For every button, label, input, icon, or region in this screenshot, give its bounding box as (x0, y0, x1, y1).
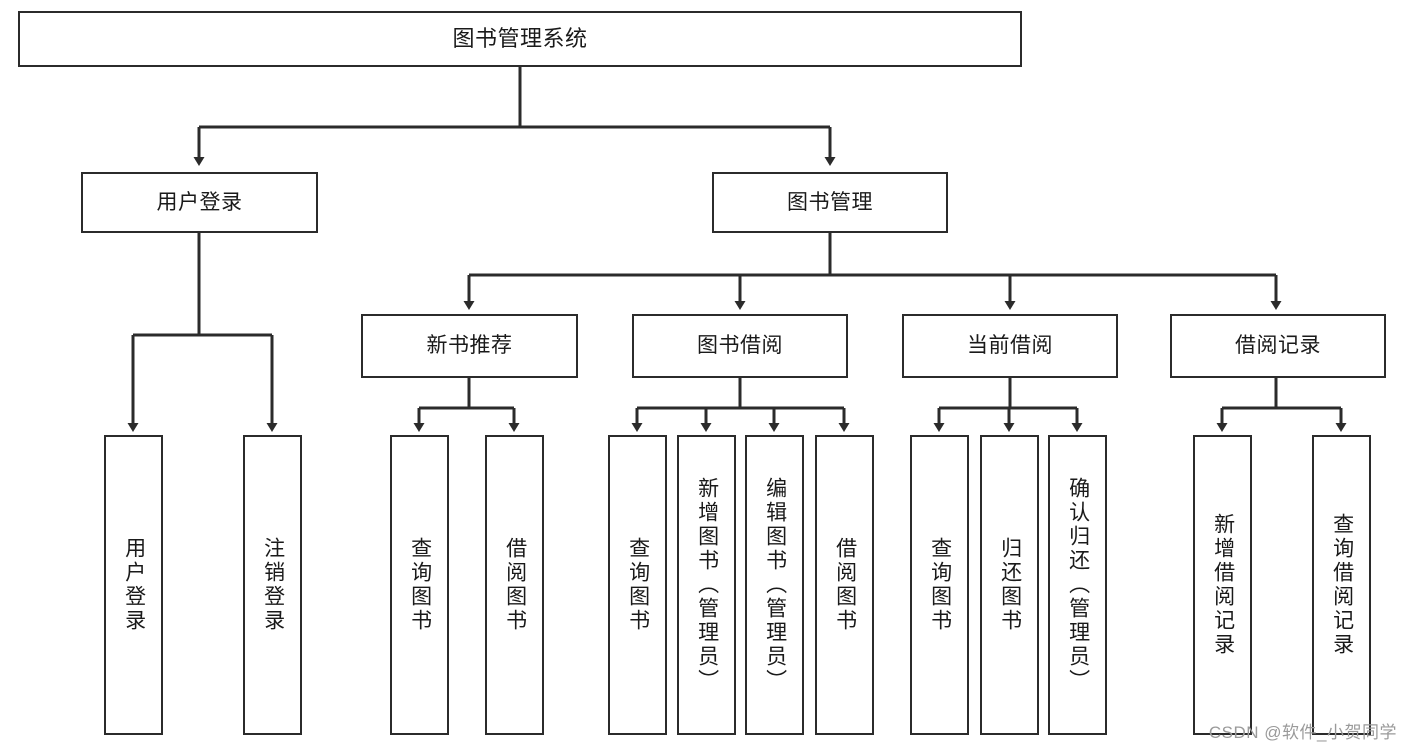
node-leaf-add-record-label: 新增借阅记录 (1211, 513, 1235, 657)
node-leaf-return-book-label: 归还图书 (998, 537, 1022, 633)
node-leaf-add-record[interactable]: 新增借阅记录 (1193, 435, 1252, 735)
node-root[interactable]: 图书管理系统 (18, 11, 1022, 67)
node-leaf-query-record[interactable]: 查询借阅记录 (1312, 435, 1371, 735)
node-leaf-return-book[interactable]: 归还图书 (980, 435, 1039, 735)
node-leaf-borrow-book-a-label: 借阅图书 (503, 537, 527, 633)
node-current-borrow-label: 当前借阅 (967, 334, 1053, 358)
node-leaf-query-record-label: 查询借阅记录 (1330, 513, 1354, 657)
node-book-borrow-label: 图书借阅 (697, 334, 783, 358)
node-leaf-confirm-return-label: 确认归还（管理员） (1066, 477, 1090, 693)
node-leaf-query-book-b[interactable]: 查询图书 (608, 435, 667, 735)
node-leaf-confirm-return[interactable]: 确认归还（管理员） (1048, 435, 1107, 735)
node-leaf-user-logout[interactable]: 注销登录 (243, 435, 302, 735)
node-leaf-query-book-a[interactable]: 查询图书 (390, 435, 449, 735)
node-new-book-rec[interactable]: 新书推荐 (361, 314, 578, 378)
node-leaf-edit-book[interactable]: 编辑图书（管理员） (745, 435, 804, 735)
node-user-login[interactable]: 用户登录 (81, 172, 318, 233)
node-leaf-user-login[interactable]: 用户登录 (104, 435, 163, 735)
node-leaf-query-book-b-label: 查询图书 (626, 537, 650, 633)
node-leaf-add-book[interactable]: 新增图书（管理员） (677, 435, 736, 735)
node-leaf-user-logout-label: 注销登录 (261, 537, 285, 633)
node-current-borrow[interactable]: 当前借阅 (902, 314, 1118, 378)
node-borrow-record-label: 借阅记录 (1235, 334, 1321, 358)
node-user-login-label: 用户登录 (156, 190, 243, 214)
node-leaf-user-login-label: 用户登录 (122, 537, 146, 633)
node-leaf-query-book-a-label: 查询图书 (408, 537, 432, 633)
node-leaf-query-book-c[interactable]: 查询图书 (910, 435, 969, 735)
node-leaf-borrow-book-b[interactable]: 借阅图书 (815, 435, 874, 735)
node-leaf-add-book-label: 新增图书（管理员） (695, 477, 719, 693)
node-book-manage[interactable]: 图书管理 (712, 172, 948, 233)
node-borrow-record[interactable]: 借阅记录 (1170, 314, 1386, 378)
node-root-label: 图书管理系统 (452, 25, 588, 51)
watermark: CSDN @软件_小贺同学 (1208, 723, 1397, 742)
node-leaf-borrow-book-a[interactable]: 借阅图书 (485, 435, 544, 735)
node-book-borrow[interactable]: 图书借阅 (632, 314, 848, 378)
node-book-manage-label: 图书管理 (787, 190, 873, 214)
node-leaf-query-book-c-label: 查询图书 (928, 537, 952, 633)
node-leaf-borrow-book-b-label: 借阅图书 (833, 537, 857, 633)
node-leaf-edit-book-label: 编辑图书（管理员） (763, 477, 787, 693)
node-new-book-rec-label: 新书推荐 (426, 334, 513, 358)
